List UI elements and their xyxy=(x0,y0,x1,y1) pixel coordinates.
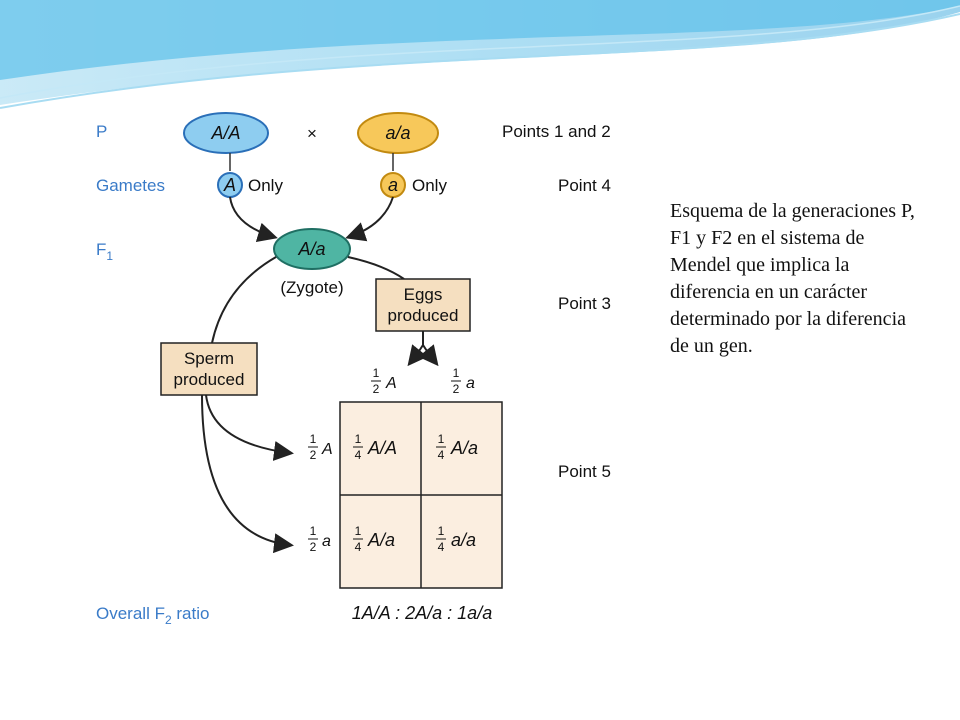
eggs-label-line1: Eggs xyxy=(404,285,443,304)
svg-text:1: 1 xyxy=(310,524,317,538)
arrow-gamete-right-to-f1 xyxy=(345,196,394,242)
curve-zygote-to-sperm xyxy=(211,256,277,344)
svg-text:a: a xyxy=(466,375,475,392)
svg-text:1: 1 xyxy=(355,524,362,538)
arrow-eggs-to-A xyxy=(407,344,428,367)
point-label-3: Point 3 xyxy=(558,294,611,313)
svg-text:2: 2 xyxy=(310,448,317,462)
svg-text:2: 2 xyxy=(310,540,317,554)
parent-right-genotype: a/a xyxy=(385,123,410,143)
point-label-1-and-2: Points 1 and 2 xyxy=(502,122,611,141)
svg-text:4: 4 xyxy=(355,448,362,462)
svg-text:4: 4 xyxy=(438,448,445,462)
overall-f2-ratio-value: 1A/A : 2A/a : 1a/a xyxy=(352,603,492,623)
svg-text:A/a: A/a xyxy=(450,438,478,458)
arrow-gamete-left-to-f1 xyxy=(229,196,278,242)
row-label-p: P xyxy=(96,122,107,141)
svg-text:1: 1 xyxy=(355,432,362,446)
parent-left-genotype: A/A xyxy=(210,123,240,143)
mendel-cross-diagram: P Gametes F1 Overall F2 ratio Points 1 a… xyxy=(96,112,611,627)
sperm-label-line1: Sperm xyxy=(184,349,234,368)
gamete-right-allele: a xyxy=(388,175,398,195)
arrow-eggs-to-a xyxy=(418,344,439,367)
sperm-label-line2: produced xyxy=(174,370,245,389)
eggs-label-line2: produced xyxy=(388,306,459,325)
egg-col-header-a: 1 2 a xyxy=(451,366,475,396)
punnett-cell-AA: 1 4 A/A xyxy=(353,432,397,462)
arrow-sperm-to-A xyxy=(205,394,294,461)
parent-right-ellipse xyxy=(357,112,439,154)
svg-text:2: 2 xyxy=(453,382,460,396)
svg-text:1: 1 xyxy=(438,432,445,446)
mendel-diagram-panel: P Gametes F1 Overall F2 ratio Points 1 a… xyxy=(84,97,656,639)
gamete-left-only-label: Only xyxy=(248,176,283,195)
sperm-row-header-A: 1 2 A xyxy=(308,432,333,462)
curve-zygote-to-eggs xyxy=(347,256,405,280)
svg-text:2: 2 xyxy=(373,382,380,396)
punnett-cell-Aa-bottom: 1 4 A/a xyxy=(353,524,395,554)
header-swoosh-decoration xyxy=(0,0,960,109)
row-label-gametes: Gametes xyxy=(96,176,165,195)
diagram-caption: Esquema de la generaciones P, F1 y F2 en… xyxy=(670,200,915,357)
sperm-row-header-a: 1 2 a xyxy=(308,524,331,554)
svg-text:A/a: A/a xyxy=(367,530,395,550)
svg-text:4: 4 xyxy=(438,540,445,554)
zygote-label: (Zygote) xyxy=(280,278,343,297)
egg-col-header-A: 1 2 A xyxy=(371,366,397,396)
cross-symbol: × xyxy=(307,124,317,143)
punnett-cell-aa: 1 4 a/a xyxy=(436,524,476,554)
gamete-right-only-label: Only xyxy=(412,176,447,195)
svg-text:a/a: a/a xyxy=(451,530,476,550)
f1-zygote-ellipse xyxy=(273,228,351,270)
svg-text:1: 1 xyxy=(310,432,317,446)
svg-text:1: 1 xyxy=(373,366,380,380)
svg-text:A: A xyxy=(321,441,333,458)
point-label-4: Point 4 xyxy=(558,176,611,195)
sperm-produced-box xyxy=(160,342,258,396)
punnett-cell-Aa-top: 1 4 A/a xyxy=(436,432,478,462)
gamete-left-allele: A xyxy=(223,175,236,195)
point-label-5: Point 5 xyxy=(558,462,611,481)
row-label-overall-f2-ratio: Overall F2 ratio xyxy=(96,604,209,627)
svg-text:a: a xyxy=(322,533,331,550)
svg-text:1: 1 xyxy=(438,524,445,538)
parent-left-ellipse xyxy=(183,112,269,154)
svg-text:4: 4 xyxy=(355,540,362,554)
svg-text:A/A: A/A xyxy=(367,438,397,458)
svg-text:A: A xyxy=(385,375,397,392)
svg-text:1: 1 xyxy=(453,366,460,380)
arrow-sperm-to-a xyxy=(201,394,294,554)
row-label-f1: F1 xyxy=(96,240,113,263)
f1-genotype: A/a xyxy=(297,239,325,259)
